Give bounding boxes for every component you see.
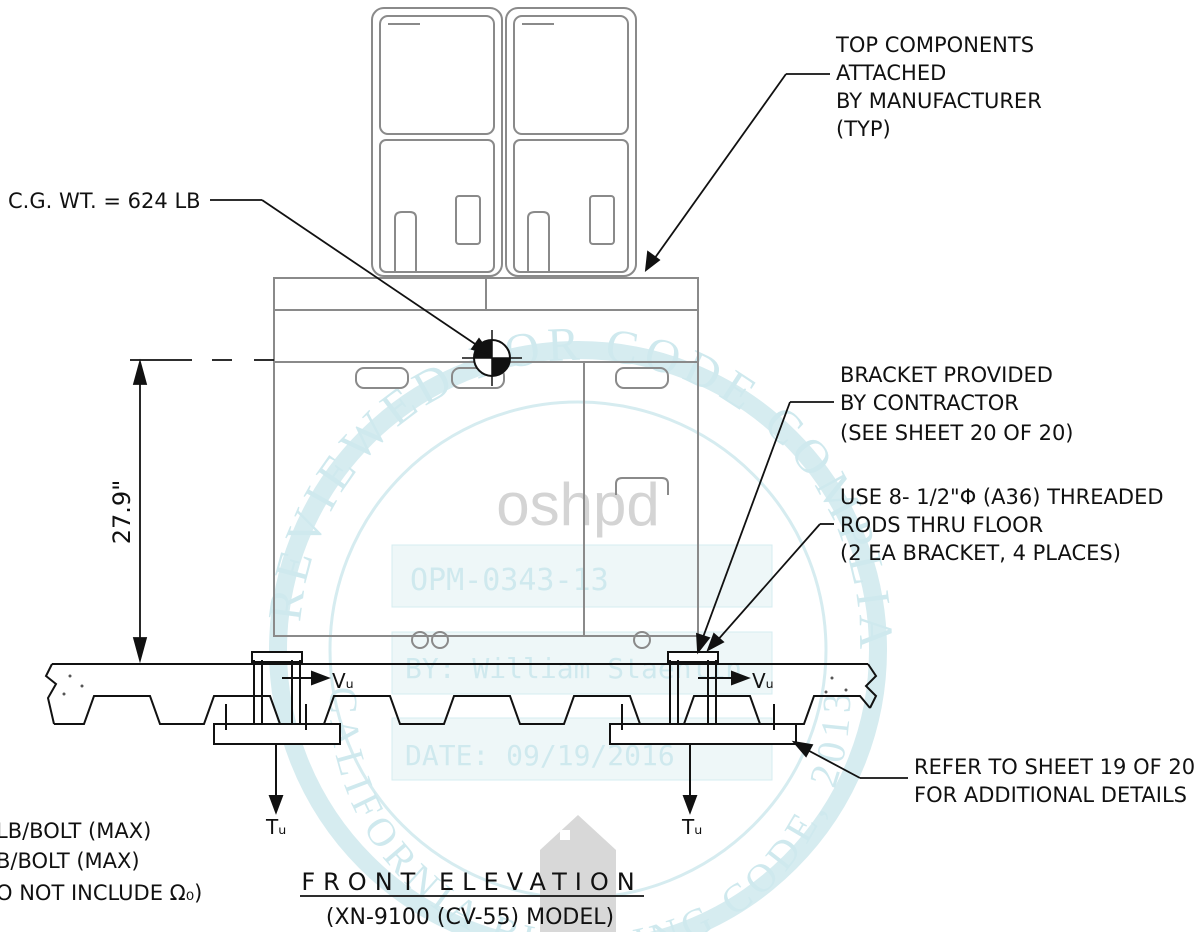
drawing-model-subtitle: (XN-9100 (CV-55) MODEL) (326, 905, 614, 930)
top-components (371, 7, 637, 277)
rods-callout: USE 8- 1/2"Φ (A36) THREADED RODS THRU FL… (840, 485, 1164, 565)
leader-lines (210, 73, 908, 779)
svg-text:(SEE SHEET 20 OF 20): (SEE SHEET 20 OF 20) (840, 421, 1074, 445)
right-bracket-assembly (609, 651, 797, 745)
svg-text:BY MANUFACTURER: BY MANUFACTURER (836, 89, 1042, 113)
stamp-agency-logo: oshpd (496, 471, 659, 538)
bolt-notes: LB/BOLT (MAX) B/BOLT (MAX) O NOT INCLUDE… (0, 819, 202, 905)
top-components-callout: TOP COMPONENTS ATTACHED BY MANUFACTURER … (835, 33, 1042, 141)
drawing-title: FRONT ELEVATION (301, 868, 642, 896)
right-shear-label: Vᵤ (752, 669, 774, 693)
svg-text:LB/BOLT (MAX): LB/BOLT (MAX) (0, 819, 151, 843)
right-tension-label: Tᵤ (681, 815, 702, 839)
refer-callout: REFER TO SHEET 19 OF 20 FOR ADDITIONAL D… (914, 755, 1195, 807)
svg-text:ATTACHED: ATTACHED (836, 61, 946, 85)
height-dimension-label: 27.9" (108, 480, 136, 544)
stamp-opm-number: OPM-0343-13 (410, 563, 609, 598)
svg-text:O NOT INCLUDE Ω₀): O NOT INCLUDE Ω₀) (0, 881, 202, 905)
cg-weight-label: C.G. WT. = 624 LB (8, 189, 201, 213)
left-shear-label: Vᵤ (332, 669, 354, 693)
slab-hatching (62, 674, 848, 696)
svg-text:(2 EA BRACKET, 4 PLACES): (2 EA BRACKET, 4 PLACES) (840, 541, 1121, 565)
height-dimension (130, 358, 274, 664)
floor-slab (44, 663, 878, 725)
force-arrows (268, 670, 751, 815)
svg-text:(TYP): (TYP) (836, 117, 891, 141)
svg-text:FOR ADDITIONAL DETAILS: FOR ADDITIONAL DETAILS (914, 783, 1187, 807)
svg-text:REFER TO SHEET 19 OF 20: REFER TO SHEET 19 OF 20 (914, 755, 1195, 779)
svg-text:BY CONTRACTOR: BY CONTRACTOR (840, 391, 1019, 415)
svg-text:BRACKET PROVIDED: BRACKET PROVIDED (840, 363, 1053, 387)
svg-text:TOP COMPONENTS: TOP COMPONENTS (835, 33, 1034, 57)
left-bracket-assembly (213, 651, 341, 745)
left-tension-label: Tᵤ (265, 815, 286, 839)
svg-text:RODS THRU FLOOR: RODS THRU FLOOR (840, 513, 1043, 537)
svg-text:B/BOLT (MAX): B/BOLT (MAX) (0, 849, 140, 873)
svg-text:USE 8- 1/2"Φ (A36) THREADED: USE 8- 1/2"Φ (A36) THREADED (840, 485, 1164, 509)
bracket-callout: BRACKET PROVIDED BY CONTRACTOR (SEE SHEE… (840, 363, 1074, 445)
equipment-cabinet (273, 277, 699, 649)
